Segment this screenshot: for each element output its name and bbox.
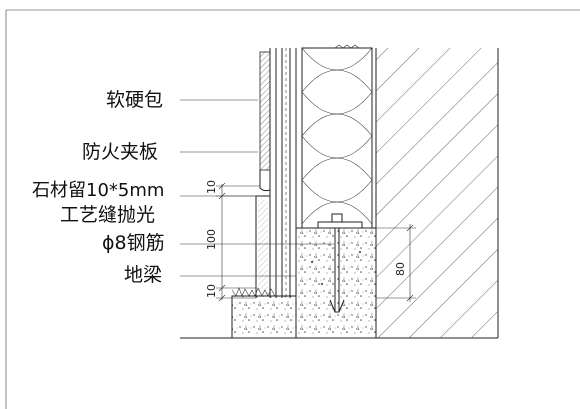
ground-beam-block	[295, 227, 377, 339]
left-dimensions	[216, 182, 260, 302]
label-stone-groove-2: 工艺缝抛光	[60, 204, 156, 226]
stone-skirting	[255, 170, 271, 298]
leader-lines	[180, 99, 334, 277]
label-stone-groove-1: 石材留10*5mm	[32, 180, 165, 201]
dim-100: 100	[205, 229, 218, 250]
label-ground-beam: 地梁	[124, 264, 163, 286]
dim-80: 80	[394, 262, 407, 276]
dim-top-10: 10	[205, 180, 218, 194]
insulation-wool	[301, 44, 373, 229]
label-fire-board: 防火夹板	[82, 141, 159, 163]
floor-slab	[180, 287, 498, 339]
rebar-anchor	[311, 213, 363, 313]
dim-bottom-10: 10	[205, 284, 218, 298]
label-rebar: ϕ8钢筋	[102, 232, 165, 254]
right-dimension	[376, 224, 416, 302]
structural-wall	[375, 48, 499, 338]
label-soft-hard-pack: 软硬包	[106, 89, 164, 111]
